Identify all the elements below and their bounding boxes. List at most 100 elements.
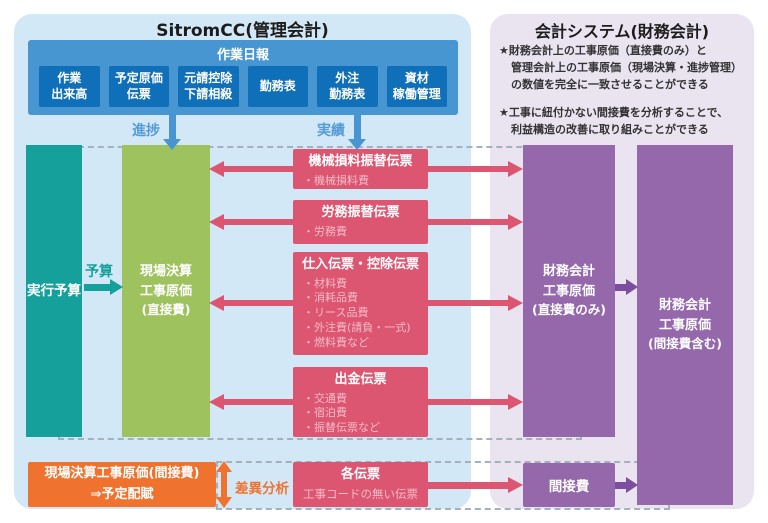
voucher-item: ・機械損料費 [303, 173, 369, 187]
voucher-to-financial-arrow-icon [427, 166, 509, 172]
voucher-item: ・宿泊費 [303, 406, 347, 420]
financial-total-line: (間接費含む) [648, 336, 722, 352]
daily-report-title: 作業日報 [216, 48, 269, 63]
note-line: ★工事に紐付かない間接費を分析することで、 [499, 106, 729, 120]
voucher-item: ・リース品費 [303, 306, 369, 320]
voucher-to-financial-arrowhead-icon [508, 295, 523, 311]
voucher-to-site-arrowhead-icon [209, 214, 224, 230]
daily-item-planned-cost-voucher: 予定原価 伝票 [108, 66, 169, 107]
daily-item-line: 伝票 [126, 86, 151, 101]
site-cost-line: (直接費) [141, 302, 191, 318]
daily-item-material-operation: 資材 稼働管理 [386, 66, 447, 107]
financial-total-cost-column: 財務会計 工事原価 (間接費含む) [637, 145, 733, 505]
daily-item-line: 外注 [335, 70, 360, 85]
voucher-to-financial-arrow-icon [427, 300, 509, 306]
note-line: 利益構造の改善に取り組みことができる [511, 123, 709, 137]
site-indirect-cost-box: 現場決算工事原価(間接費) ⇒予定配賦 [28, 462, 216, 507]
variance-arrowhead-down-icon [216, 497, 232, 508]
direct-to-total-arrowhead-icon [626, 279, 638, 295]
notes: ★財務会計上の工事原価（直接費のみ）と 管理会計上の工事原価（現場決算・進捗管理… [499, 42, 749, 149]
daily-item-line: 予定原価 [114, 70, 163, 85]
progress-label: 進捗 [132, 123, 160, 139]
financial-direct-cost-column: 財務会計 工事原価 (直接費のみ) [523, 145, 615, 437]
variance-label: 差異分析 [235, 481, 289, 497]
financial-total-line: 財務会計 [658, 298, 711, 314]
daily-item-line: 元請控除 [184, 70, 233, 85]
note-line: ★財務会計上の工事原価（直接費のみ）と [499, 44, 707, 57]
site-indirect-line: ⇒予定配賦 [90, 486, 154, 502]
daily-item-deduction-offset: 元請控除 下請相殺 [178, 66, 239, 107]
voucher-to-site-arrow-icon [220, 219, 294, 225]
voucher-labor-transfer: 労務振替伝票 ・労務費 [293, 200, 428, 244]
daily-item-line: 資材 [404, 70, 429, 85]
voucher-to-site-arrowhead-icon [209, 295, 224, 311]
site-cost-line: 工事原価 [139, 283, 192, 299]
voucher-purchase-deduction: 仕入伝票・控除伝票 ・材料費 ・消耗品費 ・リース品費 ・外注費(請負・一式) … [293, 252, 428, 355]
daily-item-timesheet: 勤務表 [247, 66, 308, 107]
indirect-cost-box: 間接費 [523, 463, 615, 507]
voucher-to-financial-arrowhead-icon [508, 394, 523, 410]
budget-label: 予算 [85, 264, 113, 280]
voucher-to-site-arrow-icon [220, 300, 294, 306]
financial-total-line: 工事原価 [658, 317, 711, 333]
note-line: の数値を完全に一致させることができる [511, 78, 709, 92]
daily-item-line: 作業 [57, 70, 82, 85]
daily-item-line: 下請相殺 [184, 86, 233, 101]
voucher-item: ・燃料費など [303, 335, 369, 349]
daily-item-line: 稼働管理 [392, 86, 441, 101]
indirect-cost-label: 間接費 [548, 479, 590, 495]
voucher-to-site-arrowhead-icon [209, 161, 224, 177]
voucher-title: 各伝票 [340, 467, 380, 482]
daily-report-box: 作業日報 作業 出来高 予定原価 伝票 元請控除 下請相殺 勤務表 外注 勤務表 [28, 40, 458, 115]
voucher-item: ・外注費(請負・一式) [303, 321, 411, 335]
voucher-to-financial-arrow-icon [427, 399, 509, 405]
voucher-title: 機械損料振替伝票 [308, 154, 413, 169]
voucher-to-financial-arrowhead-icon [508, 214, 523, 230]
daily-item-work-output: 作業 出来高 [39, 66, 100, 107]
misc-to-indirect-arrow-icon [427, 482, 509, 489]
actual-label: 実績 [317, 123, 345, 139]
variance-arrow-icon [221, 470, 227, 499]
site-indirect-line: 現場決算工事原価(間接費) [44, 466, 200, 482]
daily-item-line: 勤務表 [329, 86, 366, 101]
voucher-machine-transfer: 機械損料振替伝票 ・機械損料費 [293, 149, 428, 189]
accounting-system-title: 会計システム(財務会計) [534, 22, 710, 41]
execution-budget-column: 実行予算 [26, 145, 82, 437]
financial-direct-line: 工事原価 [542, 283, 595, 299]
note-2: ★工事に紐付かない間接費を分析することで、 利益構造の改善に取り組みことができる [499, 104, 749, 138]
indirect-to-total-arrowhead-icon [626, 477, 638, 493]
daily-item-subcontract-timesheet: 外注 勤務表 [317, 66, 378, 107]
indirect-to-total-arrow-icon [615, 482, 627, 489]
financial-direct-line: 財務会計 [542, 264, 595, 280]
misc-to-indirect-arrowhead-icon [508, 477, 523, 493]
progress-down-arrow-icon [169, 115, 176, 141]
voucher-title: 出金伝票 [334, 372, 387, 387]
voucher-to-financial-arrow-icon [427, 219, 509, 225]
site-cost-line: 現場決算 [139, 264, 192, 280]
voucher-item: ・労務費 [303, 224, 347, 238]
voucher-to-site-arrowhead-icon [209, 394, 224, 410]
note-line: 管理会計上の工事原価（現場決算・進捗管理） [511, 61, 742, 75]
daily-report-items: 作業 出来高 予定原価 伝票 元請控除 下請相殺 勤務表 外注 勤務表 資材 稼… [39, 66, 447, 107]
voucher-title: 仕入伝票・控除伝票 [301, 257, 419, 272]
voucher-item: ・振替伝票など [303, 421, 380, 435]
actual-down-arrow-icon [354, 115, 361, 141]
voucher-withdrawal: 出金伝票 ・交通費 ・宿泊費 ・振替伝票など [293, 367, 428, 437]
voucher-misc: 各伝票 工事コードの無い伝票 [293, 462, 428, 507]
daily-item-line: 勤務表 [259, 78, 296, 93]
execution-budget-label: 実行予算 [27, 282, 81, 299]
voucher-to-financial-arrowhead-icon [508, 161, 523, 177]
voucher-to-site-arrow-icon [220, 166, 294, 172]
voucher-subtitle: 工事コードの無い伝票 [303, 486, 418, 501]
actual-down-arrowhead-icon [348, 139, 366, 150]
site-cost-column: 現場決算 工事原価 (直接費) [122, 145, 210, 437]
sitromcc-title: SitromCC(管理会計) [156, 21, 329, 41]
variance-arrowhead-up-icon [216, 461, 232, 472]
progress-down-arrowhead-icon [163, 139, 181, 150]
voucher-to-site-arrow-icon [220, 399, 294, 405]
budget-arrow-icon [84, 284, 112, 291]
voucher-item: ・材料費 [303, 276, 347, 290]
budget-arrowhead-icon [110, 279, 123, 295]
voucher-item: ・消耗品費 [303, 291, 358, 305]
